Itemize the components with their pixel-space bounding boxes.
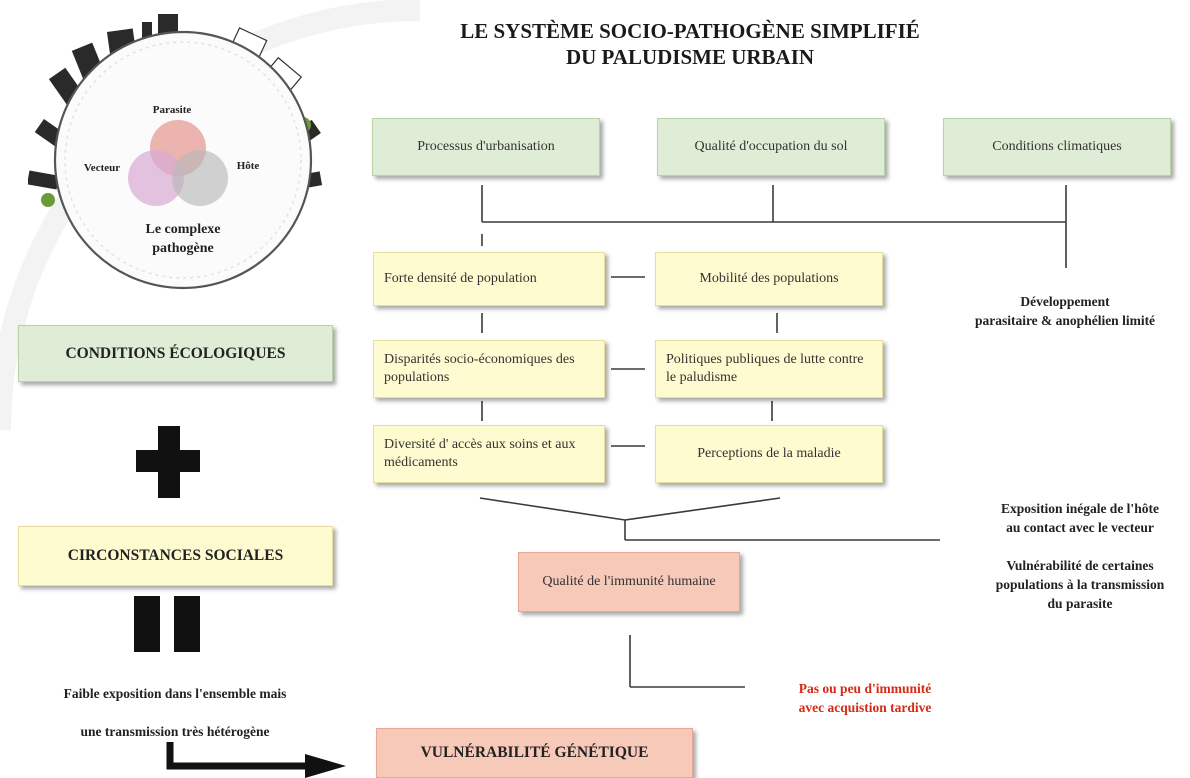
factor-climate: Conditions climatiques bbox=[943, 118, 1171, 176]
development-note-line-2: parasitaire & anophélien limité bbox=[974, 313, 1156, 328]
factor-density: Forte densité de population bbox=[373, 252, 605, 306]
factor-access-care: Diversité d' accès aux soins et aux médi… bbox=[373, 425, 605, 483]
immunity-note-line-1: Pas ou peu d'immunité bbox=[798, 681, 932, 696]
hote-circle bbox=[172, 150, 228, 206]
equals-icon bbox=[134, 596, 200, 652]
plus-icon bbox=[136, 426, 200, 498]
factor-public-policies: Politiques publiques de lutte contre le … bbox=[655, 340, 883, 398]
complex-label-line-2: pathogène bbox=[152, 241, 214, 256]
globe-illustration bbox=[27, 14, 323, 290]
factor-land-use: Qualité d'occupation du sol bbox=[657, 118, 885, 176]
page-title: LE SYSTÈME SOCIO-PATHOGÈNE SIMPLIFIÉ DU … bbox=[370, 18, 1010, 70]
result-note: Faible exposition dans l'ensemble mais u… bbox=[20, 675, 330, 751]
factor-disparities: Disparités socio-économiques des populat… bbox=[373, 340, 605, 398]
vulnerability-note-line-2: populations à la transmission bbox=[995, 577, 1165, 592]
factor-mobility: Mobilité des populations bbox=[655, 252, 883, 306]
title-line-2: DU PALUDISME URBAIN bbox=[565, 45, 815, 69]
complex-label: Le complexe pathogène bbox=[113, 220, 253, 258]
result-arrow-icon bbox=[166, 742, 346, 778]
genetic-vulnerability-box: VULNÉRABILITÉ GÉNÉTIQUE bbox=[376, 728, 693, 778]
exposure-note: Exposition inégale de l'hôte au contact … bbox=[960, 499, 1190, 537]
parasite-label: Parasite bbox=[152, 104, 192, 116]
vulnerability-note: Vulnérabilité de certaines populations à… bbox=[960, 556, 1190, 613]
development-note: Développement parasitaire & anophélien l… bbox=[930, 292, 1190, 330]
result-note-line-1: Faible exposition dans l'ensemble mais bbox=[63, 686, 287, 701]
pathogenic-complex-globe: Parasite Vecteur Hôte Le complexe pathog… bbox=[27, 10, 338, 290]
vecteur-label: Vecteur bbox=[83, 162, 121, 174]
social-circumstances-box: CIRCONSTANCES SOCIALES bbox=[18, 526, 333, 586]
hote-label: Hôte bbox=[236, 160, 260, 172]
immunity-note-line-2: avec acquistion tardive bbox=[798, 700, 932, 715]
vulnerability-note-line-3: du parasite bbox=[1047, 596, 1113, 611]
immunity-note: Pas ou peu d'immunité avec acquistion ta… bbox=[755, 679, 975, 717]
ecological-conditions-box: CONDITIONS ÉCOLOGIQUES bbox=[18, 325, 333, 382]
title-line-1: LE SYSTÈME SOCIO-PATHOGÈNE SIMPLIFIÉ bbox=[460, 19, 920, 43]
exposure-note-line-2: au contact avec le vecteur bbox=[1006, 520, 1154, 535]
exposure-note-line-1: Exposition inégale de l'hôte bbox=[1001, 501, 1159, 516]
factor-urbanisation: Processus d'urbanisation bbox=[372, 118, 600, 176]
complex-label-line-1: Le complexe bbox=[145, 222, 221, 237]
immunity-box: Qualité de l'immunité humaine bbox=[518, 552, 740, 612]
vulnerability-note-line-1: Vulnérabilité de certaines bbox=[1006, 558, 1154, 573]
tree-icon bbox=[41, 193, 55, 207]
development-note-line-1: Développement bbox=[1020, 294, 1110, 309]
vecteur-circle bbox=[128, 150, 184, 206]
factor-perceptions: Perceptions de la maladie bbox=[655, 425, 883, 483]
result-note-line-2: une transmission très hétérogène bbox=[80, 724, 270, 739]
